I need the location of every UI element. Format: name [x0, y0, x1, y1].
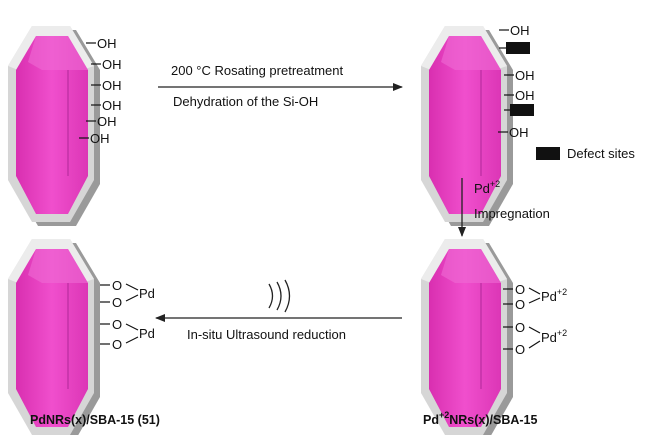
- step1-description: Dehydration of the Si-OH: [173, 94, 318, 109]
- pd-atom: Pd: [139, 286, 155, 301]
- legend-defect-sites: Defect sites: [536, 146, 635, 161]
- silanol-group: OH: [510, 23, 530, 38]
- silanol-group: OH: [90, 131, 110, 146]
- oxygen-atom: O: [515, 320, 525, 335]
- step1-arrow: 200 °C Rosating pretreatment Dehydration…: [158, 63, 403, 109]
- silanol-group: OH: [97, 114, 117, 129]
- step2-arrow: Pd+2 Impregnation: [458, 178, 550, 237]
- crystal-pd2-impregnated: O O O O Pd+2 Pd+2: [420, 238, 567, 435]
- oxygen-atom: O: [515, 282, 525, 297]
- silanol-group: OH: [515, 68, 535, 83]
- silanol-group: OH: [97, 36, 117, 51]
- crystal-sba15-fresh: OH OH OH OH OH OH: [7, 25, 122, 227]
- crystal-pretreated: OH OH OH OH: [420, 23, 535, 227]
- oxygen-atom: O: [112, 295, 122, 310]
- silanol-group: OH: [102, 98, 122, 113]
- step1-condition: 200 °C Rosating pretreatment: [171, 63, 344, 78]
- defect-site-marker: [510, 104, 534, 116]
- defect-site-marker: [506, 42, 530, 54]
- defect-legend-swatch: [536, 147, 560, 160]
- silanol-group: OH: [515, 88, 535, 103]
- hexagonal-crystal-icon: [7, 25, 101, 227]
- pd-ion: Pd+2: [541, 328, 567, 345]
- step2-reagent: Pd+2: [474, 179, 500, 196]
- step3-arrow: In-situ Ultrasound reduction: [155, 279, 402, 342]
- pd-atom: Pd: [139, 326, 155, 341]
- hexagonal-crystal-icon: [420, 238, 514, 435]
- pd-ion: Pd+2: [541, 287, 567, 304]
- silanol-group: OH: [102, 78, 122, 93]
- silanol-group: OH: [509, 125, 529, 140]
- oxygen-atom: O: [515, 297, 525, 312]
- oxygen-atom: O: [112, 337, 122, 352]
- caption-pd-nanorods: PdNRs(x)/SBA-15 (51): [30, 413, 160, 427]
- step2-description: Impregnation: [474, 206, 550, 221]
- oxygen-atom: O: [112, 278, 122, 293]
- oxygen-atom: O: [515, 342, 525, 357]
- hexagonal-crystal-icon: [7, 238, 101, 435]
- ultrasound-waves-icon: [268, 279, 291, 313]
- crystal-pd-nanorods: O O O O Pd Pd: [7, 238, 155, 435]
- hexagonal-crystal-icon: [420, 25, 514, 227]
- oxygen-atom: O: [112, 317, 122, 332]
- defect-legend-label: Defect sites: [567, 146, 635, 161]
- step3-description: In-situ Ultrasound reduction: [187, 327, 346, 342]
- caption-pd2-nanorods: Pd+2NRs(x)/SBA-15: [423, 410, 538, 427]
- silanol-group: OH: [102, 57, 122, 72]
